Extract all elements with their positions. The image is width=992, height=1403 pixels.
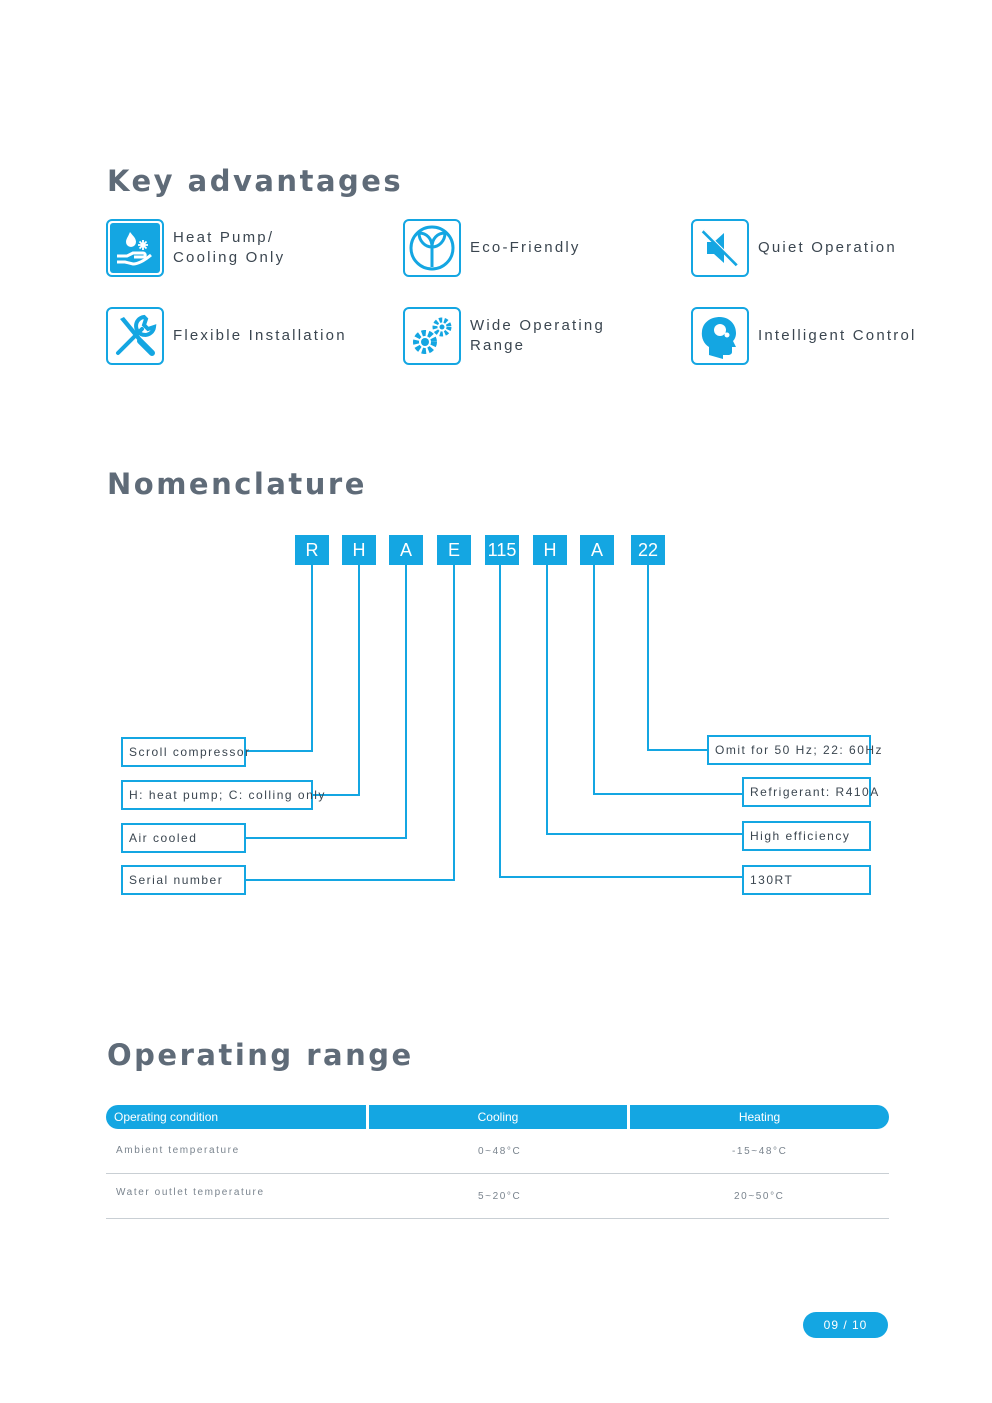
advantage-flexible-installation: Flexible Installation xyxy=(106,305,347,367)
label-high-efficiency: High efficiency xyxy=(742,821,871,851)
row-cooling: 5~20°C xyxy=(478,1191,522,1202)
advantage-eco-friendly: Eco-Friendly xyxy=(403,217,581,279)
page-number: 09 / 10 xyxy=(803,1312,888,1338)
header-cooling: Cooling xyxy=(369,1105,627,1129)
advantage-quiet-operation: Quiet Operation xyxy=(691,217,897,279)
advantage-label: Eco-Friendly xyxy=(470,239,581,256)
label-frequency: Omit for 50 Hz; 22: 60Hz xyxy=(707,735,882,765)
label-scroll-compressor: Scroll compressor xyxy=(121,737,249,767)
row-condition: Ambient temperature xyxy=(116,1145,240,1156)
code-box: H xyxy=(342,535,376,565)
table-header: Operating condition Cooling Heating xyxy=(106,1105,889,1129)
row-heating: 20~50°C xyxy=(734,1191,785,1202)
header-operating-condition: Operating condition xyxy=(106,1105,366,1129)
connector-line xyxy=(313,565,360,796)
code-box: 22 xyxy=(631,535,665,565)
tools-icon xyxy=(106,307,164,365)
mute-speaker-icon xyxy=(691,219,749,277)
connector-line xyxy=(246,565,407,839)
connector-line xyxy=(546,565,743,835)
row-heating: -15~48°C xyxy=(732,1146,788,1157)
gears-icon xyxy=(403,307,461,365)
nomenclature-title: Nomenclature xyxy=(107,467,367,501)
header-heating: Heating xyxy=(630,1105,889,1129)
code-box: R xyxy=(295,535,329,565)
table-row: Ambient temperature 0~48°C -15~48°C xyxy=(106,1129,889,1174)
advantage-label: Quiet Operation xyxy=(758,239,897,256)
advantage-label: Intelligent Control xyxy=(758,327,917,344)
advantage-intelligent-control: Intelligent Control xyxy=(691,305,917,367)
connector-line xyxy=(246,565,455,881)
label-refrigerant: Refrigerant: R410A xyxy=(742,777,878,807)
code-box: E xyxy=(437,535,471,565)
advantage-heat-pump: Heat Pump/ Cooling Only xyxy=(106,217,285,279)
label-serial-number: Serial number xyxy=(121,865,246,895)
advantage-wide-operating-range: Wide Operating Range xyxy=(403,305,605,367)
key-advantages-title: Key advantages xyxy=(107,164,404,198)
code-box: A xyxy=(389,535,423,565)
advantage-label: Heat Pump/ Cooling Only xyxy=(173,229,286,266)
code-box: A xyxy=(580,535,614,565)
eco-leaf-icon xyxy=(403,219,461,277)
code-box: H xyxy=(533,535,567,565)
connector-line xyxy=(647,565,708,751)
label-heat-pump-cooling: H: heat pump; C: colling only xyxy=(121,780,324,810)
connector-line xyxy=(499,565,743,878)
operating-range-title: Operating range xyxy=(107,1038,414,1072)
head-brain-icon xyxy=(691,307,749,365)
connector-line xyxy=(246,565,313,752)
advantage-label: Wide Operating Range xyxy=(470,317,606,354)
code-box: 115 xyxy=(485,535,519,565)
advantage-label: Flexible Installation xyxy=(173,327,347,344)
connector-line xyxy=(593,565,743,795)
row-cooling: 0~48°C xyxy=(478,1146,522,1157)
label-capacity: 130RT xyxy=(742,865,871,895)
row-condition: Water outlet temperature xyxy=(116,1187,265,1198)
label-air-cooled: Air cooled xyxy=(121,823,246,853)
heat-pump-icon xyxy=(106,219,164,277)
table-row: Water outlet temperature 5~20°C 20~50°C xyxy=(106,1174,889,1219)
